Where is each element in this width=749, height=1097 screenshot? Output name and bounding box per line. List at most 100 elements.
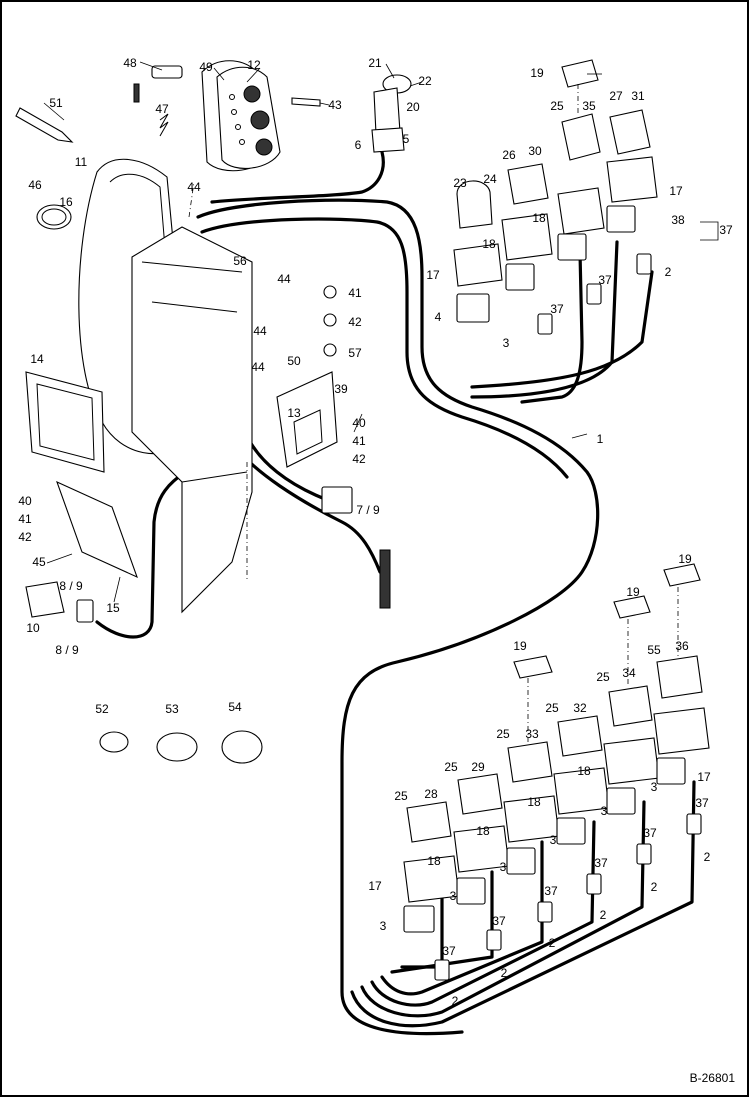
callout-c19d: 19: [513, 639, 527, 653]
callout-c22: 22: [418, 74, 432, 88]
callout-c41b: 41: [352, 434, 366, 448]
callout-c25d: 25: [496, 727, 510, 741]
callout-c16: 16: [59, 195, 73, 209]
callout-c18b: 18: [482, 237, 496, 251]
callout-c18f: 18: [427, 854, 441, 868]
callout-c29: 29: [471, 760, 485, 774]
callout-c79a: 7 / 9: [356, 503, 380, 517]
leader-lines: [43, 61, 719, 742]
callout-c26: 26: [502, 148, 516, 162]
callout-c43: 43: [328, 98, 342, 112]
callout-c19b: 19: [678, 552, 692, 566]
callout-c48: 48: [123, 56, 137, 70]
callout-c55: 55: [647, 643, 661, 657]
callout-c30: 30: [528, 144, 542, 158]
callout-c53: 53: [165, 702, 179, 716]
callout-c37b: 37: [598, 273, 612, 287]
callout-c37f: 37: [594, 856, 608, 870]
callout-c35: 35: [582, 99, 596, 113]
callout-c40b: 40: [18, 494, 32, 508]
callout-c25c: 25: [545, 701, 559, 715]
callout-c2c: 2: [651, 880, 658, 894]
callout-c56: 56: [233, 254, 247, 268]
callout-c51: 51: [49, 96, 63, 110]
callout-c17b: 17: [426, 268, 440, 282]
callout-c37d: 37: [695, 796, 709, 810]
callout-c52: 52: [95, 702, 109, 716]
callout-c37a: 37: [719, 223, 733, 237]
callout-c3c: 3: [601, 804, 608, 818]
callout-c33: 33: [525, 727, 539, 741]
callout-c54: 54: [228, 700, 242, 714]
console-housing: [25, 158, 391, 614]
callout-c25f: 25: [394, 789, 408, 803]
callout-c37c: 37: [550, 302, 564, 316]
callout-c19a: 19: [530, 66, 544, 80]
callout-c25e: 25: [444, 760, 458, 774]
callout-c36: 36: [675, 639, 689, 653]
callout-c44b: 44: [277, 272, 291, 286]
callout-c3g: 3: [380, 919, 387, 933]
callout-c31: 31: [631, 89, 645, 103]
callout-c24: 24: [483, 172, 497, 186]
callout-c47: 47: [155, 102, 169, 116]
callout-c5: 5: [403, 132, 410, 146]
callout-c17a: 17: [669, 184, 683, 198]
callout-c57: 57: [348, 346, 362, 360]
callout-c2b: 2: [704, 850, 711, 864]
callout-c50: 50: [287, 354, 301, 368]
callout-c44a: 44: [187, 180, 201, 194]
callout-c38: 38: [671, 213, 685, 227]
upper-switch-bank: [453, 59, 658, 335]
callout-c3b: 3: [651, 780, 658, 794]
callout-c41a: 41: [348, 286, 362, 300]
callout-c1: 1: [597, 432, 604, 446]
callout-c4: 4: [435, 310, 442, 324]
ignition-switch: [371, 74, 412, 153]
callout-c46: 46: [28, 178, 42, 192]
callout-c2d: 2: [600, 908, 607, 922]
callout-c89b: 8 / 9: [55, 643, 79, 657]
callout-c17d: 17: [368, 879, 382, 893]
callout-c17c: 17: [697, 770, 711, 784]
callout-c37i: 37: [442, 944, 456, 958]
callout-c37h: 37: [492, 914, 506, 928]
callout-c18d: 18: [527, 795, 541, 809]
callout-c2e: 2: [549, 936, 556, 950]
callout-c45: 45: [32, 555, 46, 569]
callout-c2f: 2: [501, 966, 508, 980]
callout-c37g: 37: [544, 884, 558, 898]
callout-c13: 13: [287, 406, 301, 420]
callout-c18e: 18: [476, 824, 490, 838]
callout-c40a: 40: [352, 416, 366, 430]
callout-c44c: 44: [253, 324, 267, 338]
callout-c49: 49: [199, 60, 213, 74]
callout-c2g: 2: [452, 994, 459, 1008]
callout-c14: 14: [30, 352, 44, 366]
callout-c44d: 44: [251, 360, 265, 374]
callout-c89a: 8 / 9: [59, 579, 83, 593]
callout-c18c: 18: [577, 764, 591, 778]
callout-c39: 39: [334, 382, 348, 396]
callout-c12: 12: [247, 58, 261, 72]
callout-c18a: 18: [532, 211, 546, 225]
callout-c25a: 25: [550, 99, 564, 113]
callout-c3d: 3: [550, 833, 557, 847]
gauge-panel: [15, 60, 321, 172]
callout-c34: 34: [622, 666, 636, 680]
callout-c23: 23: [453, 176, 467, 190]
callout-c3a: 3: [503, 336, 510, 350]
callout-c2a: 2: [665, 265, 672, 279]
callout-c28: 28: [424, 787, 438, 801]
callout-c6: 6: [355, 138, 362, 152]
callout-c41c: 41: [18, 512, 32, 526]
callout-c42a: 42: [348, 315, 362, 329]
callout-c21: 21: [368, 56, 382, 70]
callout-c10: 10: [26, 621, 40, 635]
callout-c11: 11: [75, 155, 88, 169]
document-id: B-26801: [689, 1071, 735, 1085]
callout-c20: 20: [406, 100, 420, 114]
lower-switch-bank: [403, 563, 710, 981]
